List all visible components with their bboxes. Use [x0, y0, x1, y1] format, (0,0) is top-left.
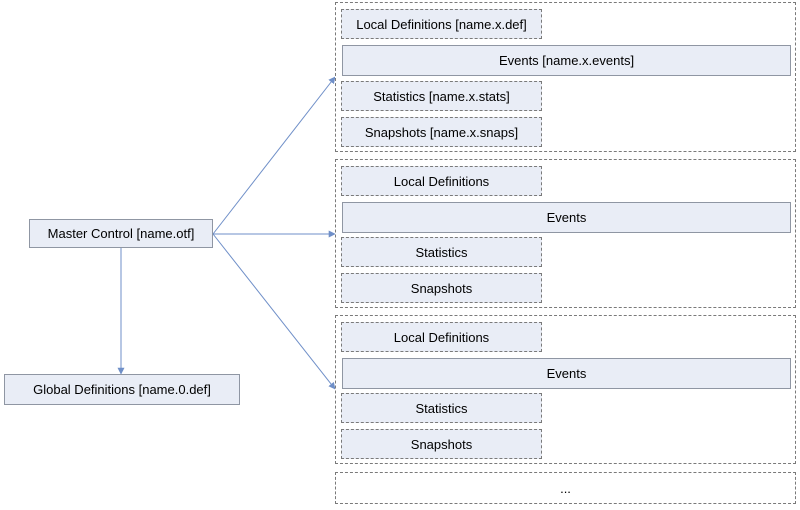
local-definitions-box: Local Definitions [name.x.def] [341, 9, 542, 39]
events-label: Events [name.x.events] [498, 53, 635, 68]
arrow-to-group-3 [212, 233, 336, 390]
local-definitions-label: Local Definitions [name.x.def] [356, 16, 527, 32]
statistics-box: Statistics [341, 393, 542, 423]
more-groups-label: ... [560, 480, 571, 496]
statistics-label: Statistics [415, 400, 468, 416]
master-control-label: Master Control [name.otf] [47, 226, 195, 241]
events-box: Events [name.x.events] [342, 45, 791, 76]
snapshots-label: Snapshots [name.x.snaps] [364, 124, 519, 140]
snapshots-box: Snapshots [name.x.snaps] [341, 117, 542, 147]
statistics-label: Statistics [415, 244, 468, 260]
events-label: Events [546, 210, 587, 225]
file-group-2: Local Definitions Events Statistics Snap… [335, 159, 796, 308]
more-groups-box: ... [335, 472, 796, 504]
snapshots-box: Snapshots [341, 273, 542, 303]
statistics-box: Statistics [341, 237, 542, 267]
local-definitions-label: Local Definitions [393, 173, 490, 189]
statistics-label: Statistics [name.x.stats] [373, 88, 510, 104]
snapshots-label: Snapshots [410, 280, 473, 296]
file-group-1: Local Definitions [name.x.def] Events [n… [335, 2, 796, 152]
events-box: Events [342, 358, 791, 389]
local-definitions-label: Local Definitions [393, 329, 490, 345]
snapshots-label: Snapshots [410, 436, 473, 452]
global-definitions-label: Global Definitions [name.0.def] [33, 382, 211, 397]
global-definitions-box: Global Definitions [name.0.def] [4, 374, 240, 405]
arrow-to-group-1 [212, 76, 336, 235]
statistics-box: Statistics [name.x.stats] [341, 81, 542, 111]
events-box: Events [342, 202, 791, 233]
local-definitions-box: Local Definitions [341, 166, 542, 196]
snapshots-box: Snapshots [341, 429, 542, 459]
events-label: Events [546, 366, 587, 381]
local-definitions-box: Local Definitions [341, 322, 542, 352]
file-group-3: Local Definitions Events Statistics Snap… [335, 315, 796, 464]
master-control-box: Master Control [name.otf] [29, 219, 213, 248]
